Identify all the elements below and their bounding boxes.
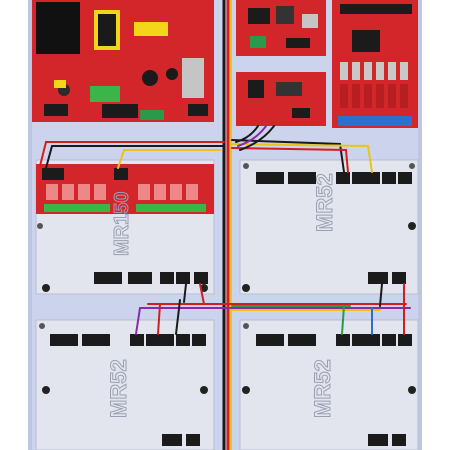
drop-left-purple — [135, 307, 141, 335]
heatsink — [182, 58, 204, 98]
relay-board — [332, 0, 418, 128]
controller-board — [236, 0, 326, 56]
upper-right-black — [231, 139, 345, 173]
interface-wires-2 — [237, 125, 267, 147]
wiring — [39, 0, 411, 450]
upper-bus-yellow — [117, 149, 221, 169]
mr52-label-bottom-left: MR52 — [106, 359, 131, 418]
mr52-board-top-right: MR52 — [239, 159, 419, 295]
mr52-label-bottom-right: MR52 — [310, 359, 335, 418]
drop-right-green — [341, 305, 345, 335]
yellow-capacitor — [134, 22, 168, 36]
drop-left-red — [157, 303, 161, 335]
interface-wires-3 — [239, 125, 275, 151]
connector — [102, 104, 138, 118]
riser-left-red — [199, 283, 205, 305]
backplate-edge-right — [418, 0, 422, 450]
interface-board — [236, 72, 326, 126]
mr150-board: MR150 — [35, 159, 215, 295]
upper-bus-black — [45, 145, 225, 169]
backplate-edge-left — [28, 0, 32, 450]
transformer — [36, 2, 80, 54]
upper-right-red — [231, 147, 349, 173]
mr52-label-top-right: MR52 — [312, 173, 337, 232]
mr150-label: MR150 — [111, 192, 133, 256]
interface-wires-1 — [235, 125, 259, 143]
upper-bus-red — [39, 141, 225, 167]
mr52-board-bottom-right: MR52 — [239, 319, 419, 450]
terminal-blue — [338, 116, 412, 126]
riser-left-black — [183, 283, 187, 303]
upper-right-yellow — [231, 143, 373, 173]
green-sub-board — [90, 86, 120, 102]
terminal-green — [140, 110, 164, 120]
power-supply-board — [32, 0, 214, 122]
drop-left-black — [175, 299, 181, 335]
mr52-board-bottom-left: MR52 — [35, 319, 215, 450]
riser-right-black — [379, 283, 383, 307]
